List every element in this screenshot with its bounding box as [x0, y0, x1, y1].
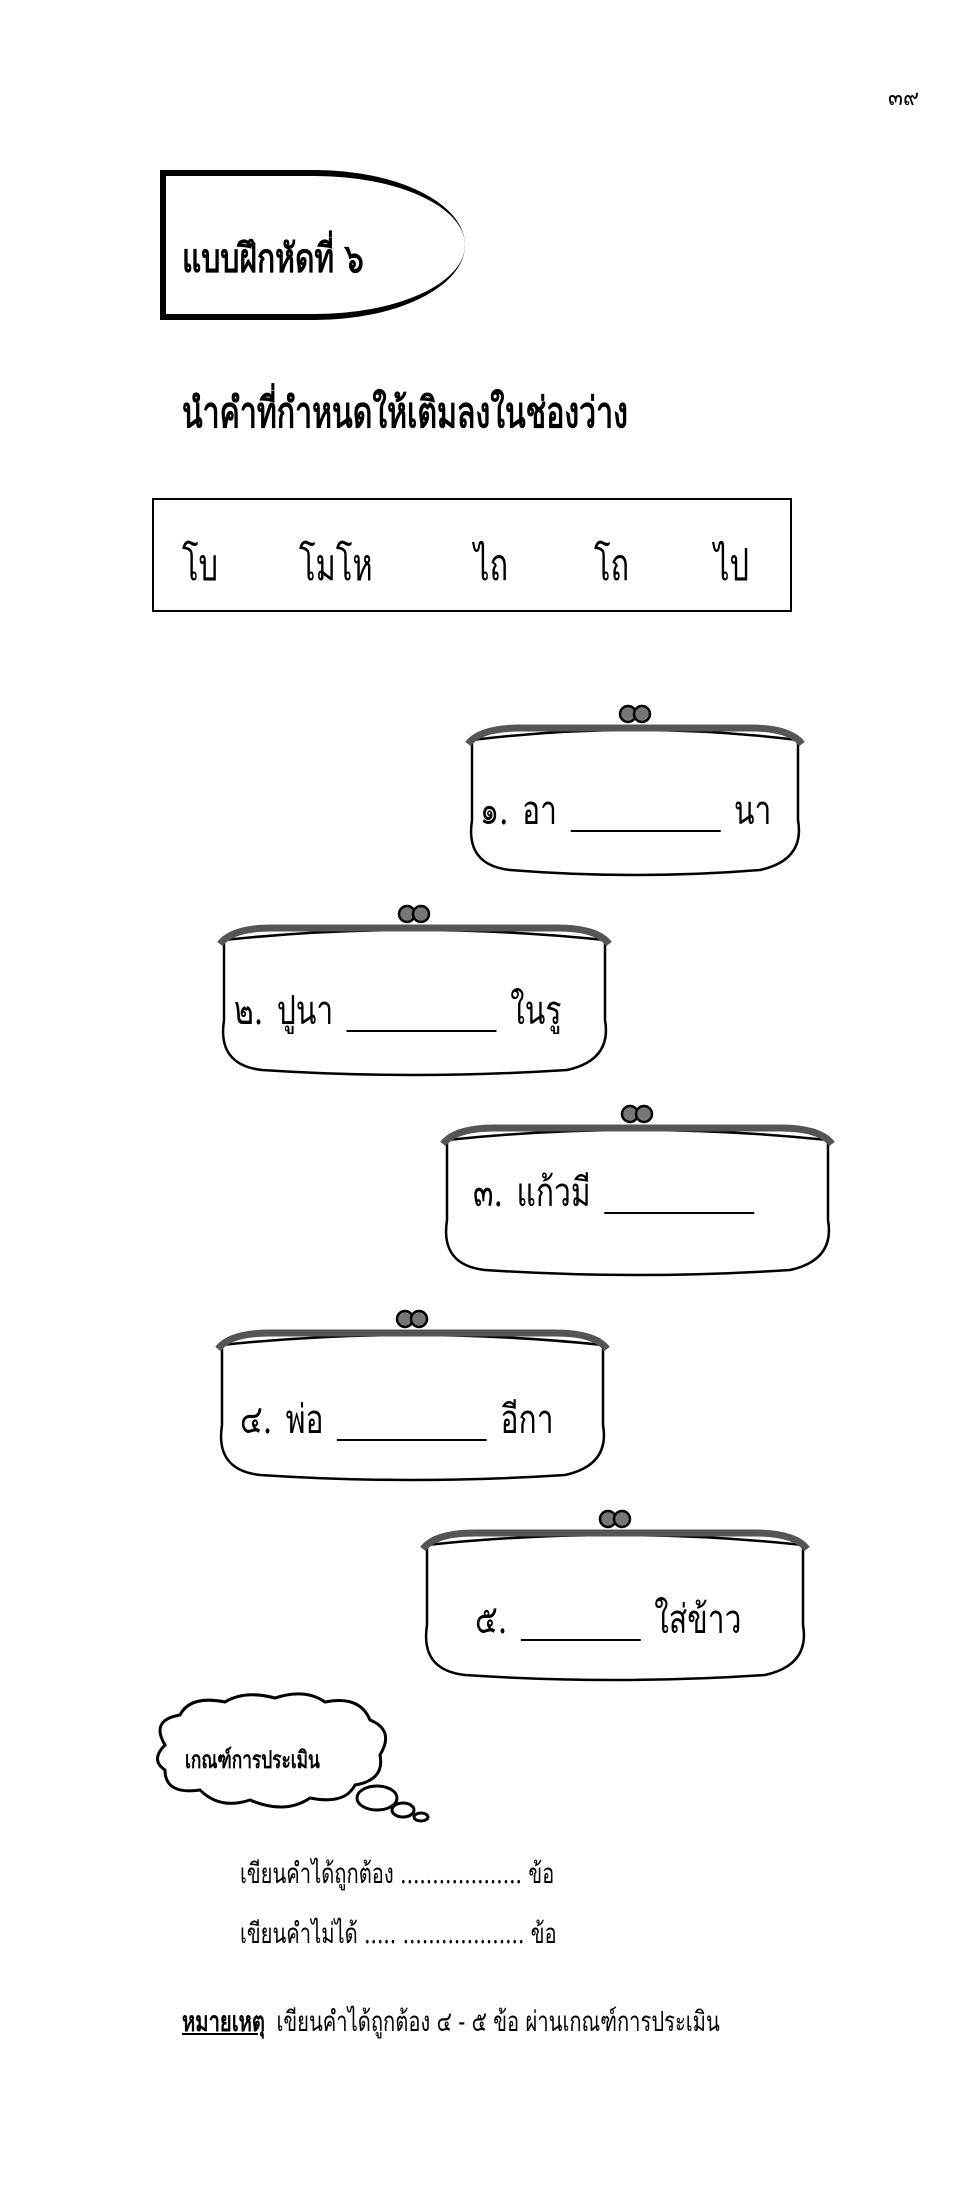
text-before: อา	[522, 788, 557, 834]
text-after: นา	[733, 788, 772, 834]
exercise-title: แบบฝึกหัดที่ ๖	[182, 235, 364, 282]
text-before: ปูนา	[276, 988, 334, 1034]
sentence: ๒. ปูนา ในรู	[234, 978, 561, 1042]
note-text: เขียนคำได้ถูกต้อง ๔ - ๕ ข้อ ผ่านเกณฑ์การ…	[276, 2005, 720, 2038]
item-number: ๕.	[475, 1597, 508, 1643]
answer-blank[interactable]	[337, 1431, 488, 1441]
purse-icon	[465, 704, 805, 877]
criteria-label: เขียนคำได้ถูกต้อง	[240, 1857, 394, 1890]
item-number: ๑.	[480, 788, 509, 834]
answer-blank[interactable]	[346, 1022, 497, 1032]
word-bank-item: โมโห	[299, 540, 373, 591]
answer-blank[interactable]	[570, 822, 721, 832]
item-number: ๓.	[473, 1170, 504, 1216]
word-bank-item: โบ	[182, 540, 219, 591]
unit-label: ข้อ	[528, 1857, 555, 1890]
page-number: ๓๙	[888, 86, 920, 111]
word-bank-item: ไป	[714, 540, 750, 591]
text-after: อีกา	[500, 1397, 554, 1443]
title-frame	[160, 170, 465, 320]
word-bank-item: ไถ	[474, 540, 509, 591]
word-bank-item: โถ	[594, 540, 630, 591]
note-label: หมายเหตุ	[182, 2005, 265, 2038]
evaluation-heading: เกณฑ์การประเมิน	[185, 1745, 320, 1774]
word-bank: โบ โมโห ไถ โถ ไป	[152, 498, 792, 612]
text-before: พ่อ	[285, 1397, 324, 1443]
text-after: ใส่ข้าว	[654, 1597, 742, 1643]
sentence: ๔. พ่อ อีกา	[240, 1387, 554, 1451]
instruction: นำคำที่กำหนดให้เติมลงในช่องว่าง	[182, 388, 628, 437]
unit-label: ข้อ	[530, 1917, 557, 1950]
note: หมายเหตุ เขียนคำได้ถูกต้อง ๔ - ๕ ข้อ ผ่าน…	[182, 2000, 720, 2044]
item-number: ๔.	[240, 1397, 273, 1443]
purse-item-3: ๓. แก้วมี	[435, 1100, 840, 1280]
criteria-incorrect: เขียนคำไม่ได้ ..... ................... …	[240, 1912, 557, 1956]
purse-item-2: ๒. ปูนา ในรู	[212, 900, 617, 1080]
purse-item-1: ๑. อา นา	[460, 700, 810, 880]
answer-blank[interactable]	[604, 1204, 755, 1214]
text-before: แก้วมี	[516, 1170, 591, 1216]
score-blank[interactable]: ..... ...................	[364, 1917, 525, 1950]
score-blank[interactable]: ...................	[400, 1857, 522, 1890]
sentence: ๓. แก้วมี	[473, 1160, 755, 1224]
sentence: ๑. อา นา	[480, 778, 771, 842]
criteria-label: เขียนคำไม่ได้	[240, 1917, 358, 1950]
item-number: ๒.	[234, 988, 264, 1034]
purse-item-4: ๔. พ่อ อีกา	[210, 1305, 615, 1485]
thought-cloud-icon	[156, 1692, 430, 1823]
answer-blank[interactable]	[520, 1631, 641, 1641]
sentence: ๕. ใส่ข้าว	[475, 1587, 741, 1651]
purse-icon	[420, 1509, 810, 1682]
text-after: ในรู	[510, 988, 562, 1034]
criteria-correct: เขียนคำได้ถูกต้อง ................... ข้…	[240, 1852, 554, 1896]
purse-icon	[440, 1104, 835, 1277]
purse-item-5: ๕. ใส่ข้าว	[415, 1505, 815, 1685]
purse-icon	[215, 1309, 610, 1482]
purse-icon	[217, 904, 612, 1077]
